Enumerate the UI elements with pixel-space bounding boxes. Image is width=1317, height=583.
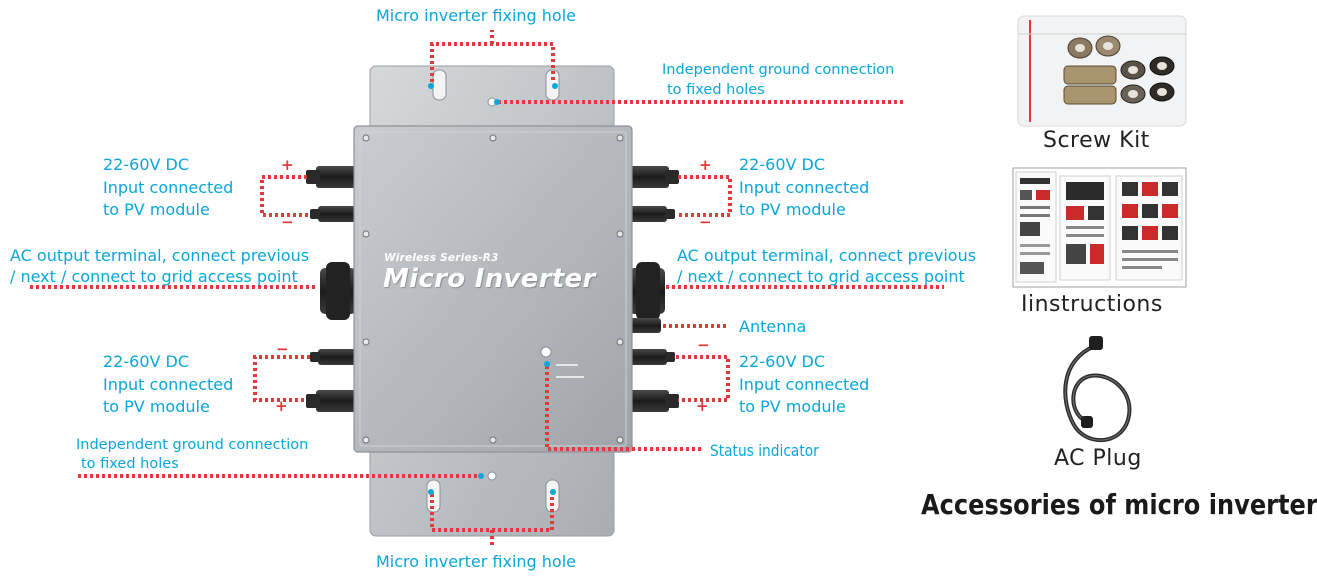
ground-bottom-label-line2: to fixed holes <box>81 456 179 472</box>
dc-bottom-left-line2: Input connected <box>103 375 234 394</box>
ac-right-label-line1: AC output terminal, connect previous <box>677 246 977 265</box>
left-connectors <box>306 166 356 412</box>
dc-top-left-line2: Input connected <box>103 178 234 197</box>
device-series-label: Wireless Series-R3 <box>384 252 499 264</box>
dc-bottom-left-line3: to PV module <box>103 397 210 416</box>
dc-top-left-voltage: 22-60V DC <box>103 155 190 174</box>
plus-sign: + <box>696 397 709 415</box>
minus-sign: − <box>281 213 294 231</box>
plus-sign: + <box>699 156 712 174</box>
ground-top-label-line1: Independent ground connection <box>662 62 895 78</box>
screw-kit-image <box>1017 15 1187 127</box>
instructions-label: Iinstructions <box>1021 292 1163 317</box>
inverter-body <box>353 125 633 453</box>
dc-top-right-voltage: 22-60V DC <box>739 155 826 174</box>
dc-bottom-left-voltage: 22-60V DC <box>103 352 190 371</box>
minus-sign: − <box>697 336 710 354</box>
minus-sign: − <box>699 213 712 231</box>
status-indicator-label: Status indicator <box>710 441 819 460</box>
ac-plug-image <box>1063 336 1132 443</box>
screw-kit-label: Screw Kit <box>1043 128 1150 153</box>
dc-bottom-right-voltage: 22-60V DC <box>739 352 826 371</box>
ac-right-label-line2: / next / connect to grid access point <box>677 267 965 286</box>
marker-dots <box>428 83 558 495</box>
device-name-label: Micro Inverter <box>383 264 596 294</box>
instructions-image <box>1012 167 1187 288</box>
dc-top-left-line3: to PV module <box>103 200 210 219</box>
plus-sign: + <box>275 397 288 415</box>
ground-top-label-line2: to fixed holes <box>667 82 765 98</box>
ac-left-label-line1: AC output terminal, connect previous <box>10 246 310 265</box>
fixing-hole-top-label: Micro inverter fixing hole <box>376 6 576 25</box>
fixing-hole-bottom-label: Micro inverter fixing hole <box>376 552 576 571</box>
accessories-title: Accessories of micro inverter <box>921 488 1317 521</box>
right-connectors <box>629 166 679 412</box>
dc-bottom-right-line2: Input connected <box>739 375 870 394</box>
callout-lines <box>30 30 944 545</box>
dc-top-right-line3: to PV module <box>739 200 846 219</box>
plus-sign: + <box>281 156 294 174</box>
minus-sign: − <box>276 340 289 358</box>
ground-bottom-label-line1: Independent ground connection <box>76 437 309 453</box>
dc-bottom-right-line3: to PV module <box>739 397 846 416</box>
dc-top-right-line2: Input connected <box>739 178 870 197</box>
ac-left-label-line2: / next / connect to grid access point <box>10 267 298 286</box>
ac-plug-label: AC Plug <box>1054 446 1142 471</box>
antenna-label: Antenna <box>739 317 807 336</box>
